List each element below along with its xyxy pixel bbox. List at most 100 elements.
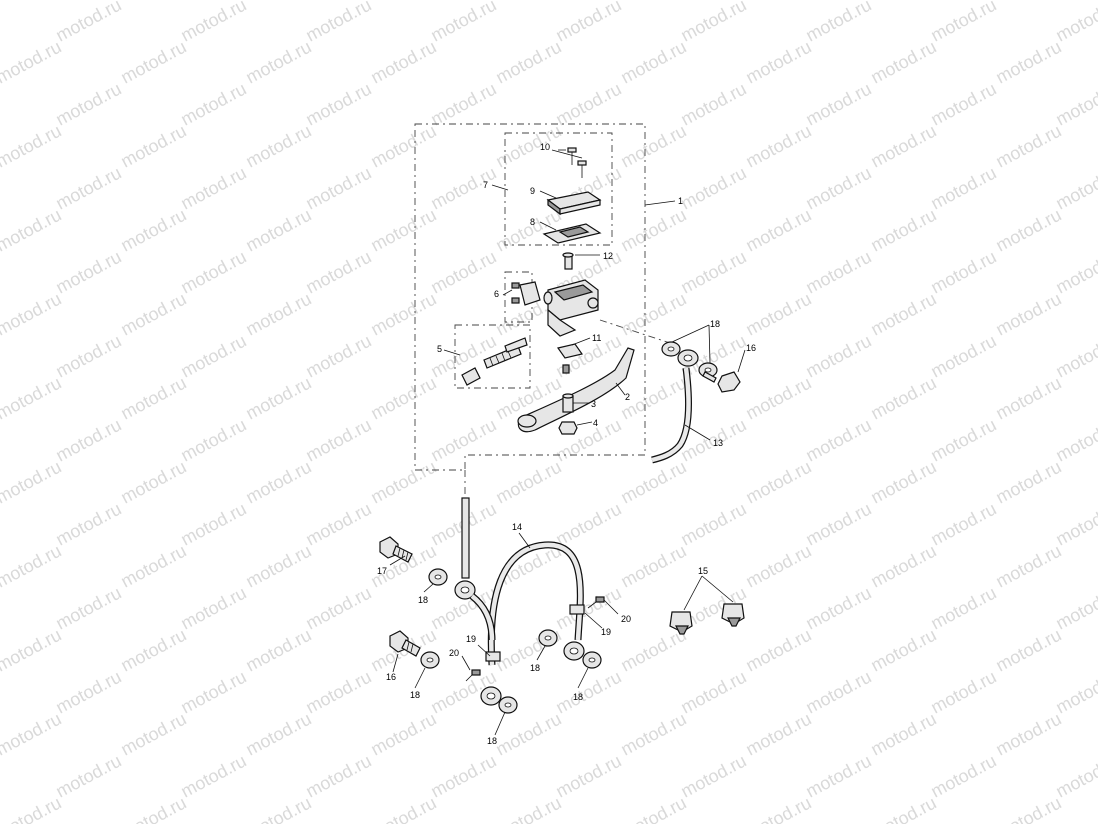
watermark-text: motod.ru bbox=[1052, 415, 1098, 466]
callout-18-upper: 18 bbox=[710, 319, 720, 329]
callout-3: 3 bbox=[591, 399, 596, 409]
watermark-text: motod.ru bbox=[0, 457, 65, 508]
watermark-text: motod.ru bbox=[677, 0, 749, 46]
bleeder-caps-15 bbox=[669, 603, 745, 635]
watermark-text: motod.ru bbox=[117, 0, 189, 4]
callout-labels: 1 2 3 4 5 6 7 8 9 10 11 12 13 14 15 16 1… bbox=[377, 142, 756, 746]
watermark-text: motod.ru bbox=[927, 667, 999, 718]
washer-18-upper-a bbox=[661, 341, 681, 357]
callout-13: 13 bbox=[713, 438, 723, 448]
watermark-text: motod.ru bbox=[242, 541, 314, 592]
watermark-text: motod.ru bbox=[52, 247, 124, 298]
watermark-text: motod.ru bbox=[802, 331, 874, 382]
watermark-text: motod.ru bbox=[552, 499, 624, 550]
hose-routing-line bbox=[599, 319, 671, 344]
watermark-text: motod.ru bbox=[427, 79, 499, 130]
banjo-bolt-16-upper bbox=[702, 371, 741, 393]
watermark-text: motod.ru bbox=[427, 415, 499, 466]
watermark-text: motod.ru bbox=[742, 373, 814, 424]
watermark-text: motod.ru bbox=[867, 709, 939, 760]
watermark-text: motod.ru bbox=[0, 0, 65, 4]
callout-10: 10 bbox=[540, 142, 550, 152]
watermark-text: motod.ru bbox=[1052, 79, 1098, 130]
watermark-text: motod.ru bbox=[117, 121, 189, 172]
watermark-text: motod.ru bbox=[0, 121, 65, 172]
watermark-text: motod.ru bbox=[0, 289, 65, 340]
watermark-text: motod.ru bbox=[617, 457, 689, 508]
watermark-text: motod.ru bbox=[0, 709, 65, 760]
watermark-text: motod.ru bbox=[117, 541, 189, 592]
watermark-text: motod.ru bbox=[927, 583, 999, 634]
callout-12: 12 bbox=[603, 251, 613, 261]
watermark-text: motod.ru bbox=[802, 583, 874, 634]
watermark-text: motod.ru bbox=[617, 289, 689, 340]
callout-18-d: 18 bbox=[410, 690, 420, 700]
watermark-text: motod.ru bbox=[742, 625, 814, 676]
watermark-text: motod.ru bbox=[927, 247, 999, 298]
watermark-text: motod.ru bbox=[867, 625, 939, 676]
piston-kit-5 bbox=[461, 337, 528, 386]
watermark-text: motod.ru bbox=[492, 121, 564, 172]
watermark-text: motod.ru bbox=[802, 499, 874, 550]
watermark-text: motod.ru bbox=[177, 79, 249, 130]
watermark-text: motod.ru bbox=[927, 499, 999, 550]
brake-lever-2 bbox=[517, 347, 635, 433]
callout-1: 1 bbox=[678, 196, 683, 206]
watermark-text: motod.ru bbox=[992, 37, 1064, 88]
watermark-text: motod.ru bbox=[742, 709, 814, 760]
watermark-text: motod.ru bbox=[927, 79, 999, 130]
watermark-text: motod.ru bbox=[367, 121, 439, 172]
callout-15: 15 bbox=[698, 566, 708, 576]
callout-18-a: 18 bbox=[418, 595, 428, 605]
watermark-text: motod.ru bbox=[802, 0, 874, 46]
callout-16-lower: 16 bbox=[386, 672, 396, 682]
lever-nut-4 bbox=[558, 421, 578, 435]
watermark-text: motod.ru bbox=[677, 163, 749, 214]
clip-19-left bbox=[485, 651, 501, 662]
watermark-text: motod.ru bbox=[492, 0, 564, 4]
banjo-bolt-16-lower bbox=[389, 630, 421, 657]
watermark-text: motod.ru bbox=[992, 289, 1064, 340]
watermark-text: motod.ru bbox=[427, 163, 499, 214]
watermark-text: motod.ru bbox=[117, 289, 189, 340]
callout-2: 2 bbox=[625, 392, 630, 402]
watermark-text: motod.ru bbox=[117, 709, 189, 760]
master-cylinder-assembly-boundary bbox=[414, 123, 646, 471]
watermark-text: motod.ru bbox=[867, 373, 939, 424]
callout-5: 5 bbox=[437, 344, 442, 354]
watermark-text: motod.ru bbox=[367, 0, 439, 4]
watermark-text: motod.ru bbox=[0, 541, 65, 592]
watermark-text: motod.ru bbox=[992, 0, 1064, 4]
watermark-text: motod.ru bbox=[677, 247, 749, 298]
callout-6: 6 bbox=[494, 289, 499, 299]
watermark-text: motod.ru bbox=[302, 331, 374, 382]
callout-20-right: 20 bbox=[621, 614, 631, 624]
watermark-text: motod.ru bbox=[992, 457, 1064, 508]
callout-16-upper: 16 bbox=[746, 343, 756, 353]
reservoir-diaphragm bbox=[542, 223, 602, 244]
fitting-12 bbox=[562, 252, 574, 270]
clip-19-right bbox=[569, 604, 585, 615]
watermark-text: motod.ru bbox=[992, 205, 1064, 256]
watermark-text: motod.ru bbox=[867, 289, 939, 340]
watermark-text: motod.ru bbox=[52, 667, 124, 718]
watermark-text: motod.ru bbox=[742, 457, 814, 508]
callout-19-left: 19 bbox=[466, 634, 476, 644]
washer-18-e bbox=[498, 696, 518, 714]
callout-18-b: 18 bbox=[530, 663, 540, 673]
watermark-text: motod.ru bbox=[302, 499, 374, 550]
watermark-text: motod.ru bbox=[1052, 0, 1098, 46]
screw-20-right bbox=[587, 596, 605, 609]
watermark-text: motod.ru bbox=[242, 793, 314, 824]
watermark-text: motod.ru bbox=[0, 793, 65, 824]
watermark-text: motod.ru bbox=[617, 541, 689, 592]
reservoir-cap-group-boundary bbox=[504, 132, 613, 246]
clamp-group-boundary bbox=[504, 271, 533, 323]
watermark-text: motod.ru bbox=[302, 247, 374, 298]
watermark-text: motod.ru bbox=[677, 499, 749, 550]
watermark-text: motod.ru bbox=[617, 205, 689, 256]
watermark-text: motod.ru bbox=[302, 415, 374, 466]
watermark-text: motod.ru bbox=[177, 415, 249, 466]
watermark-text: motod.ru bbox=[0, 373, 65, 424]
